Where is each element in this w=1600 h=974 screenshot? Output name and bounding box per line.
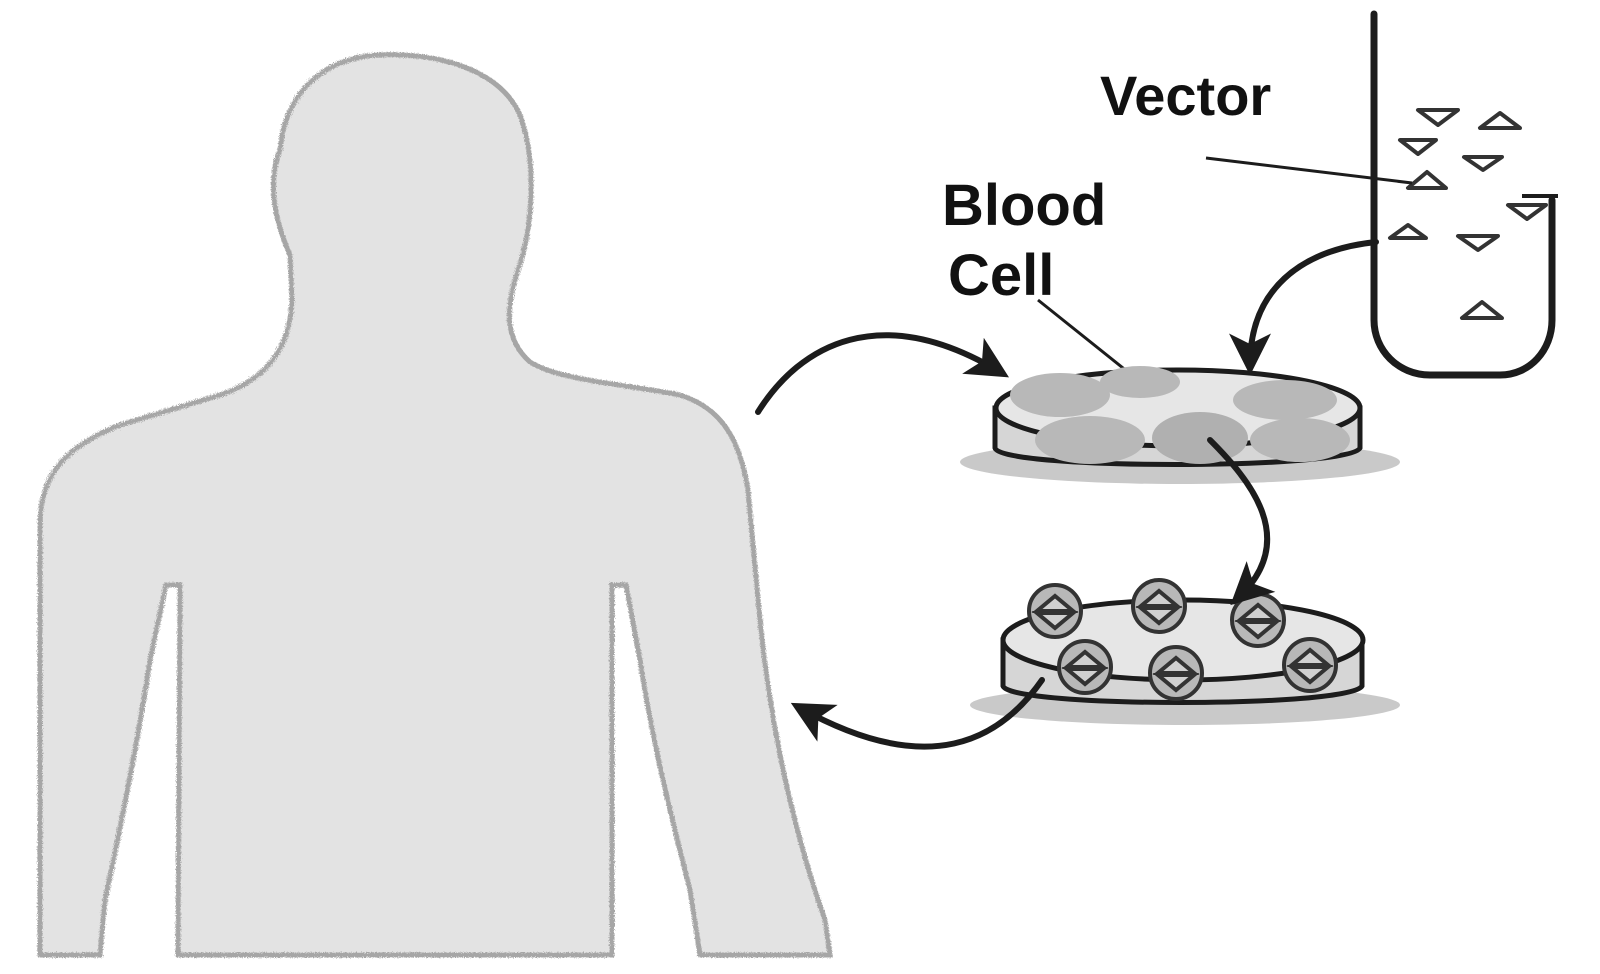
vector-triangle-icon <box>1462 302 1502 318</box>
blood-cell-label-line1: Blood <box>942 173 1106 238</box>
blood-cell-icon <box>1284 639 1336 691</box>
blood-cell-icon <box>1233 380 1337 420</box>
blood-cell-label-line2: Cell <box>948 243 1054 308</box>
blood-cell-icon <box>1010 373 1110 417</box>
vector-triangle-icon <box>1480 113 1520 128</box>
human-silhouette-icon <box>40 55 830 955</box>
petri-dish-icon <box>960 366 1400 484</box>
blood-cell-icon <box>1100 366 1180 398</box>
vector-triangle-icon <box>1408 172 1446 188</box>
vector-triangle-icon <box>1390 225 1426 238</box>
blood-cell-icon <box>1250 418 1350 462</box>
vector-triangle-icon <box>1418 110 1458 125</box>
vector-triangle-icon <box>1508 205 1546 219</box>
blood-cell-icon <box>1059 641 1111 693</box>
arrow-patient-to-dish <box>758 335 1000 412</box>
blood-cell-icon <box>1232 594 1284 646</box>
blood-cell-icon <box>1133 580 1185 632</box>
blood-cell-icon <box>1152 412 1248 464</box>
blood-cell-icon <box>1035 416 1145 464</box>
vector-triangle-icon <box>1458 236 1498 250</box>
vector-label: Vector <box>1100 64 1271 127</box>
blood-cell-icon <box>1029 585 1081 637</box>
blood-cell-icon <box>1150 647 1202 699</box>
arrow-tube-to-dish <box>1250 242 1376 365</box>
vector-particles <box>1390 110 1546 318</box>
test-tube-icon <box>1374 14 1558 375</box>
vector-pointer-line <box>1206 158 1412 183</box>
vector-triangle-icon <box>1464 157 1502 170</box>
vector-triangle-icon <box>1400 140 1436 154</box>
